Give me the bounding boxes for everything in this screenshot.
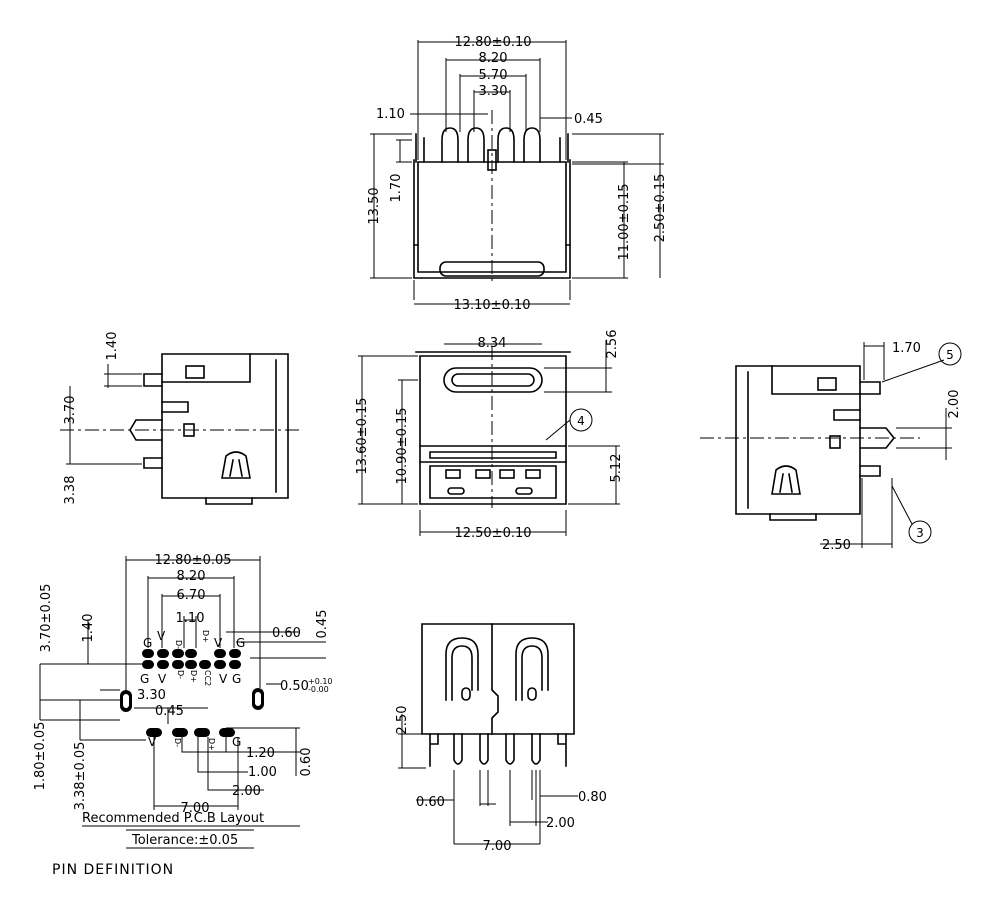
dim-top-right-height: 2.50±0.15 — [653, 174, 668, 243]
dim-left-bottom: 3.38 — [63, 476, 78, 505]
pin-label: V — [214, 636, 223, 650]
dim-top-span-c: 3.30 — [479, 84, 508, 99]
pin-label: D+ — [207, 738, 216, 751]
callout-4: 4 — [577, 414, 585, 428]
dim-top-pin-w: 1.10 — [376, 107, 405, 122]
bottom-view: 2.50 0.60 0.80 2.00 7.00 — [395, 623, 607, 854]
pin-label: V — [158, 672, 167, 686]
pin-label: D+ — [201, 630, 210, 643]
dim-front-lower-height: 10.90±0.15 — [395, 407, 410, 484]
dim-pcb-gap2: 0.45 — [155, 704, 184, 719]
dim-pcb-slot-tol-plus: +0.10 — [308, 677, 333, 686]
dim-bottom-pin-w: 0.60 — [416, 795, 445, 810]
pin-label: D- — [173, 738, 182, 747]
left-side-view: 1.40 3.70 3.38 — [60, 332, 300, 505]
dim-pcb-c: 1.10 — [176, 611, 205, 626]
dim-pcb-r3: 2.00 — [232, 784, 261, 799]
dim-pcb-bottom: 7.00 — [181, 801, 210, 816]
dim-top-pin-gap: 0.45 — [574, 112, 603, 127]
pin-label: G — [232, 735, 241, 749]
callout-3: 3 — [916, 526, 924, 540]
pcb-upper-row-labels: G V D- D+ CC2 V G — [140, 670, 241, 686]
dim-right-bottom: 2.50 — [822, 538, 851, 553]
callout-5: 5 — [946, 348, 954, 362]
pcb-pads — [142, 649, 241, 737]
dim-bottom-pin-w2: 0.80 — [578, 790, 607, 805]
dim-top-body-width: 13.10±0.10 — [453, 298, 530, 313]
dim-pcb-slot-tol-minus: -0.00 — [308, 685, 329, 694]
dim-pcb-width: 12.80±0.05 — [154, 553, 231, 568]
pin-label: D- — [176, 670, 185, 679]
pin-label: G — [236, 636, 245, 650]
pcb-layout: G V D- D+ V G G V D- D+ CC2 V G V D- D+ … — [33, 553, 333, 878]
dim-top-height-total: 13.50 — [367, 187, 382, 224]
dim-right-mid: 2.00 — [947, 390, 962, 419]
dim-front-port-height: 5.12 — [609, 454, 624, 483]
dim-top-width: 12.80±0.10 — [454, 35, 531, 50]
dim-pcb-left-a: 3.70±0.05 — [39, 584, 54, 653]
dim-pcb-left-b: 1.40 — [81, 614, 96, 643]
front-view: 8.34 2.56 13.60±0.15 10.90±0.15 5.12 12.… — [355, 330, 624, 541]
pin-label: D+ — [189, 670, 198, 683]
pcb-tolerance: Tolerance:±0.05 — [131, 833, 238, 848]
dim-left-mid: 3.70 — [63, 396, 78, 425]
section-title: PIN DEFINITION — [52, 862, 174, 878]
dim-pcb-b: 6.70 — [177, 588, 206, 603]
pin-label: G — [232, 672, 241, 686]
pin-label: V — [157, 629, 166, 643]
dim-pcb-r1: 1.20 — [246, 746, 275, 761]
dim-pcb-r2: 1.00 — [248, 765, 277, 780]
dim-top-pin-height: 1.70 — [389, 174, 404, 203]
dim-front-width: 12.50±0.10 — [454, 526, 531, 541]
pin-label: V — [219, 672, 228, 686]
dim-top-span-b: 5.70 — [479, 68, 508, 83]
top-view: 12.80±0.10 8.20 5.70 3.30 1.10 0.45 13.5… — [367, 35, 668, 313]
dim-bottom-span: 7.00 — [483, 839, 512, 854]
dim-pcb-slot: 0.50 — [280, 679, 309, 694]
pin-label: D- — [174, 640, 183, 649]
dim-bottom-height: 2.50 — [395, 706, 410, 735]
dim-bottom-pitch: 2.00 — [546, 816, 575, 831]
dim-front-slot-height: 2.56 — [605, 330, 620, 359]
dim-right-top: 1.70 — [892, 341, 921, 356]
dim-pcb-pitch: 3.30 — [137, 688, 166, 703]
dim-pcb-left-c: 1.80±0.05 — [33, 722, 48, 791]
dim-front-slot-width: 8.34 — [478, 336, 507, 351]
pcb-bottom-labels: V D- D+ G — [148, 735, 241, 751]
dim-pcb-pad-gap: 0.45 — [315, 610, 330, 639]
pcb-top-labels: G V D- D+ V G — [143, 629, 245, 650]
dim-pcb-left-d: 3.38±0.05 — [73, 742, 88, 811]
dim-pcb-a: 8.20 — [177, 569, 206, 584]
pcb-caption: Recommended P.C.B Layout — [82, 811, 264, 826]
dim-top-body-height: 11.00±0.15 — [617, 183, 632, 260]
dim-front-height-total: 13.60±0.15 — [355, 397, 370, 474]
dim-left-top: 1.40 — [105, 332, 120, 361]
pin-label: G — [140, 672, 149, 686]
pin-label: G — [143, 636, 152, 650]
pin-label: CC2 — [203, 670, 212, 686]
dim-pcb-pad-w: 0.60 — [272, 626, 301, 641]
dim-pcb-r4: 0.60 — [299, 748, 314, 777]
pin-label: V — [148, 735, 157, 749]
dim-top-span-a: 8.20 — [479, 51, 508, 66]
right-side-view: 1.70 2.00 2.50 5 3 — [700, 341, 962, 553]
